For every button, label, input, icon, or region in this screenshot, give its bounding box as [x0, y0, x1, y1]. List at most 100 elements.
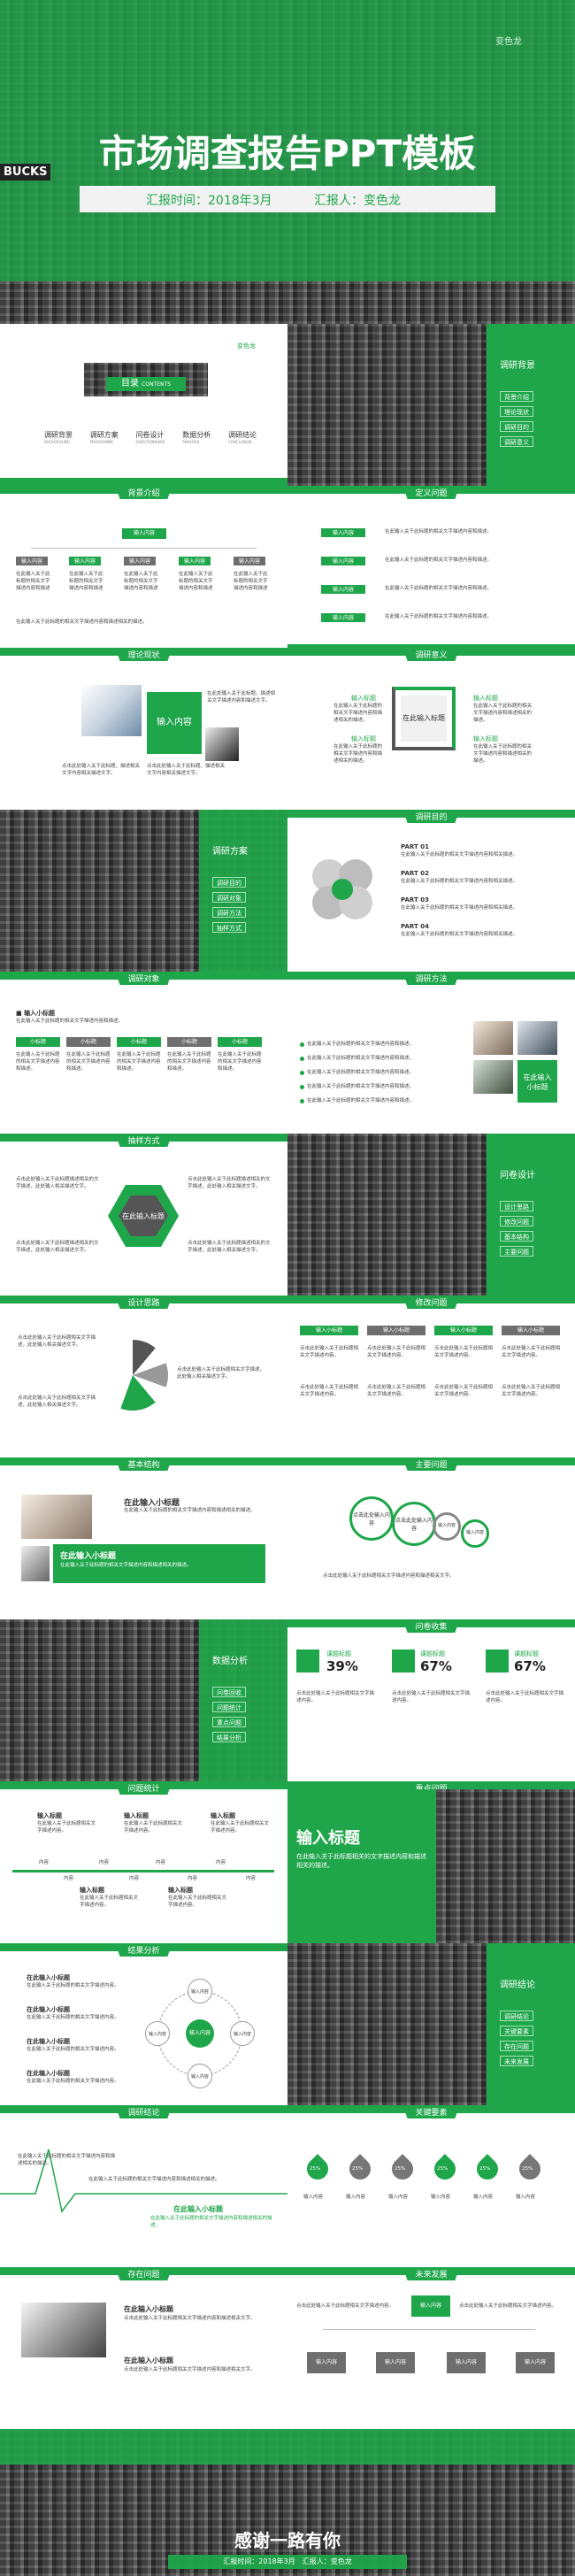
section4-item[interactable]: 重点问题	[212, 1717, 246, 1727]
section3-item[interactable]: 设计思路	[500, 1201, 533, 1211]
section1-item[interactable]: 理论现状	[500, 406, 533, 417]
design-text: 点击此处输入关于此标题相关文字描述，此处输入相关描述文字。	[177, 1367, 265, 1380]
section1-item[interactable]: 背景介绍	[500, 391, 533, 402]
section1-item[interactable]: 调研目的	[500, 421, 533, 432]
section5-item[interactable]: 关键要素	[500, 2026, 533, 2036]
sample-center: 在此输入标题	[122, 1212, 165, 1220]
section4-slide: 数据分析 问卷回收 问题统计 重点问题 结果分析	[0, 1619, 288, 1781]
def-row-desc: 在此输入关于此标题的相关文字描述内容和描述。	[385, 614, 493, 619]
section4-item[interactable]: 结果分析	[212, 1732, 246, 1742]
toc-brand: 变色龙	[237, 342, 256, 350]
sample-slide: 抽样方式 在此输入标题 点击此处输入关于此标题描述相关的文字描述，此处输入相关描…	[0, 1134, 288, 1296]
section3-item[interactable]: 基本结构	[500, 1231, 533, 1242]
bg-connector	[31, 548, 257, 549]
section5-slide: 调研结论 调研结论 关键要素 存在问题 未来发展	[288, 1943, 575, 2105]
section4-title: 数据分析	[212, 1657, 248, 1666]
factor-slide: 关键要素 25% 25% 25% 25% 25% 25% 输入内容 输入内容 输…	[288, 2105, 575, 2267]
purpose-slide: 调研目的 PART 01 在此输入关于此标题的相关文字描述内容和相关描述。 PA…	[288, 810, 575, 972]
factor-label: 输入内容	[473, 2195, 494, 2200]
object-col-desc: 在此输入关于此标题的相关文字描述内容和描述。	[117, 1052, 161, 1072]
section2-item[interactable]: 抽样方式	[212, 922, 246, 933]
modify-desc: 点击此处输入关于此标题相关文字描述内容。	[434, 1346, 494, 1358]
end-sub-band	[168, 2555, 407, 2569]
concl-title: 调研结论	[115, 2105, 172, 2118]
stats-head: 输入标题	[211, 1812, 235, 1819]
object-col-desc: 在此输入关于此标题的相关文字描述内容和描述。	[218, 1052, 262, 1072]
collect-pct: 67%	[514, 1658, 546, 1674]
factor-pct: 25%	[522, 2166, 533, 2172]
concl-desc: 在此输入关于此标题的相关文字描述内容和描述相关的描述。	[88, 2177, 220, 2182]
factor-label: 输入内容	[346, 2195, 366, 2200]
modify-desc: 点击此处输入关于此标题相关文字描述内容。	[367, 1346, 426, 1358]
method-item: 在此输入关于此标题的相关文字描述内容和描述。	[307, 1042, 415, 1047]
theory-text: 点击此处输入关于此标题，描述相关文字内容相关描述文字。	[62, 764, 141, 776]
section1-item[interactable]: 调研意义	[500, 436, 533, 447]
result-slide: 结果分析 在此输入小标题 在此输入关于此标题的相关文字描述内容。 在此输入小标题…	[0, 1943, 288, 2105]
section2-item[interactable]: 调研方法	[212, 907, 246, 918]
collect-icon	[296, 1649, 319, 1672]
cover-reporter: 汇报人：变色龙	[314, 194, 401, 208]
method-green-box: 在此输入小标题	[518, 1060, 557, 1103]
purpose-desc: 在此输入关于此标题的相关文字描述内容和相关描述。	[401, 852, 518, 857]
struct-title: 基本结构	[115, 1457, 172, 1471]
struct-green-band	[53, 1544, 265, 1583]
section5-photo	[288, 1943, 487, 2105]
section2-item[interactable]: 调研对象	[212, 892, 246, 903]
purpose-desc: 在此输入关于此标题的相关文字描述内容和相关描述。	[401, 905, 518, 911]
future-title: 未来发展	[402, 2267, 460, 2280]
bg-top-box: 输入内容	[122, 528, 166, 539]
struct-photo	[21, 1546, 50, 1581]
cover-title: 市场调查报告PPT模板	[98, 132, 477, 175]
collect-desc: 点击此处输入关于此标题相关文字描述内容。	[296, 1691, 375, 1703]
main-circle-text: 点击此处输入内容	[395, 1518, 433, 1532]
struct-desc: 在此输入关于此标题的相关文字描述内容和描述相关的描述。	[60, 1563, 192, 1568]
purpose-part: PART 03	[401, 896, 429, 904]
section5-title: 调研结论	[500, 1980, 535, 1990]
factor-pct: 25%	[395, 2166, 406, 2172]
section5-item[interactable]: 调研结论	[500, 2011, 533, 2021]
design-text: 点击此处输入关于此标题相关文字描述，此处输入相关描述文字。	[18, 1335, 96, 1348]
stats-desc: 在此输入关于此标题相关文字描述内容。	[80, 1895, 139, 1908]
def-row-label: 输入内容	[321, 557, 365, 565]
section2-item[interactable]: 调研目的	[212, 877, 246, 888]
struct-slide: 基本结构 在此输入小标题 在此输入关于此标题的相关文字描述内容和描述相关的描述。…	[0, 1457, 288, 1619]
cover-green-overlay	[0, 0, 575, 281]
sig-label: 输入标题	[473, 695, 498, 702]
sig-center: 在此输入标题	[401, 696, 447, 742]
method-slide: 调研方法 在此输入关于此标题的相关文字描述内容和描述。 在此输入关于此标题的相关…	[288, 972, 575, 1134]
sample-desc: 点击此处输入关于此标题描述相关的文字描述，此处输入相关描述文字。	[16, 1177, 99, 1189]
toc-heading-box: 目录 CONTENTS	[106, 377, 186, 391]
section3-item[interactable]: 主要问题	[500, 1246, 533, 1257]
bg-desc: 在此输入关于此标题的相关文字描述内容和描述	[69, 572, 104, 591]
section3-item[interactable]: 修改问题	[500, 1216, 533, 1226]
object-head: ■ 输入小标题	[16, 1010, 56, 1017]
sig-desc: 在此输入关于此标题的相关文字描述内容和描述相关的描述。	[334, 704, 383, 723]
section5-item[interactable]: 未来发展	[500, 2056, 533, 2066]
purpose-part: PART 02	[401, 870, 429, 877]
end-sub: 汇报时间：2018年3月 汇报人：变色龙	[223, 2557, 352, 2565]
result-node: 输入内容	[145, 2021, 170, 2046]
modify-title: 修改问题	[402, 1296, 460, 1309]
result-head: 在此输入小标题	[27, 2070, 70, 2077]
result-center: 输入内容	[186, 2019, 214, 2048]
purpose-title: 调研目的	[402, 810, 460, 823]
section5-item[interactable]: 存在问题	[500, 2041, 533, 2051]
section4-item[interactable]: 问题统计	[212, 1702, 246, 1712]
stats-node: 内容	[188, 1876, 198, 1881]
main-circle	[461, 1519, 489, 1548]
method-bullet	[300, 1085, 304, 1089]
modify-head: 输入小标题	[502, 1326, 560, 1335]
sig-frame	[392, 687, 456, 750]
design-text: 点击此处输入关于此标题相关文字描述，此处输入相关描述文字。	[18, 1396, 96, 1408]
section1-photo	[288, 324, 487, 486]
section4-item[interactable]: 问卷回收	[212, 1687, 246, 1697]
section2-slide: 调研方案 调研目的 调研对象 调研方法 抽样方式	[0, 810, 288, 972]
factor-label: 输入内容	[303, 2195, 324, 2200]
problem-slide: 存在问题 在此输入小标题 点击此处输入关于此标题相关文字描述内容和描述相关文字。…	[0, 2267, 288, 2429]
factor-pct: 25%	[479, 2166, 491, 2172]
